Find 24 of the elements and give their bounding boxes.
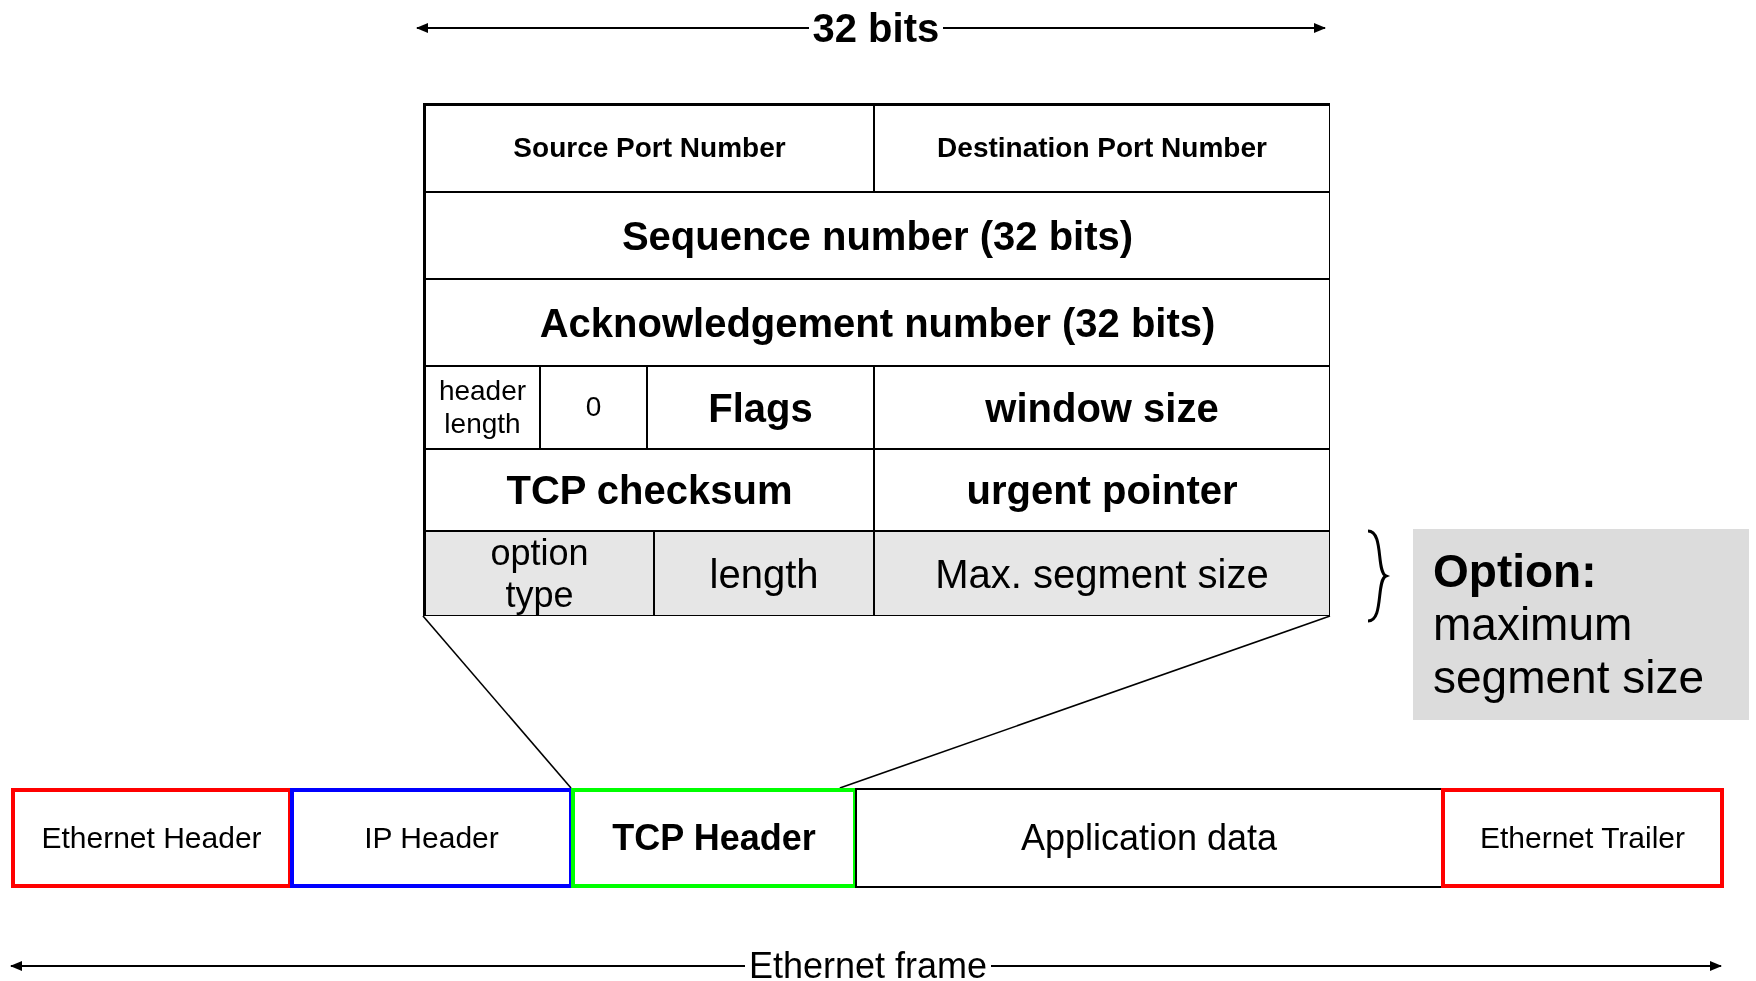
leader-line <box>839 615 1331 789</box>
table-cell: window size <box>874 366 1330 449</box>
table-cell: header length <box>425 366 540 449</box>
table-cell: length <box>654 531 874 616</box>
frame-segment: Ethernet Header <box>11 788 292 888</box>
frame-segment: IP Header <box>290 788 573 888</box>
table-cell: option type <box>425 531 654 616</box>
frame-segment: TCP Header <box>571 788 857 888</box>
table-cell: Sequence number (32 bits) <box>425 192 1330 279</box>
frame-segment: Ethernet Trailer <box>1441 788 1724 888</box>
note-panel <box>1413 529 1749 720</box>
frame-segment: Application data <box>855 788 1443 888</box>
table-cell: Acknowledgement number (32 bits) <box>425 279 1330 366</box>
note-heading: Option: <box>1433 545 1597 599</box>
table-cell: urgent pointer <box>874 449 1330 531</box>
leader-line <box>422 615 572 789</box>
note-text: maximum segment size <box>1433 598 1705 704</box>
table-cell: 0 <box>540 366 647 449</box>
table-outline <box>423 103 1330 616</box>
table-cell: Flags <box>647 366 874 449</box>
table-cell: Max. segment size <box>874 531 1330 616</box>
table-cell: Source Port Number <box>425 105 874 192</box>
table-cell: TCP checksum <box>425 449 874 531</box>
table-cell: Destination Port Number <box>874 105 1330 192</box>
